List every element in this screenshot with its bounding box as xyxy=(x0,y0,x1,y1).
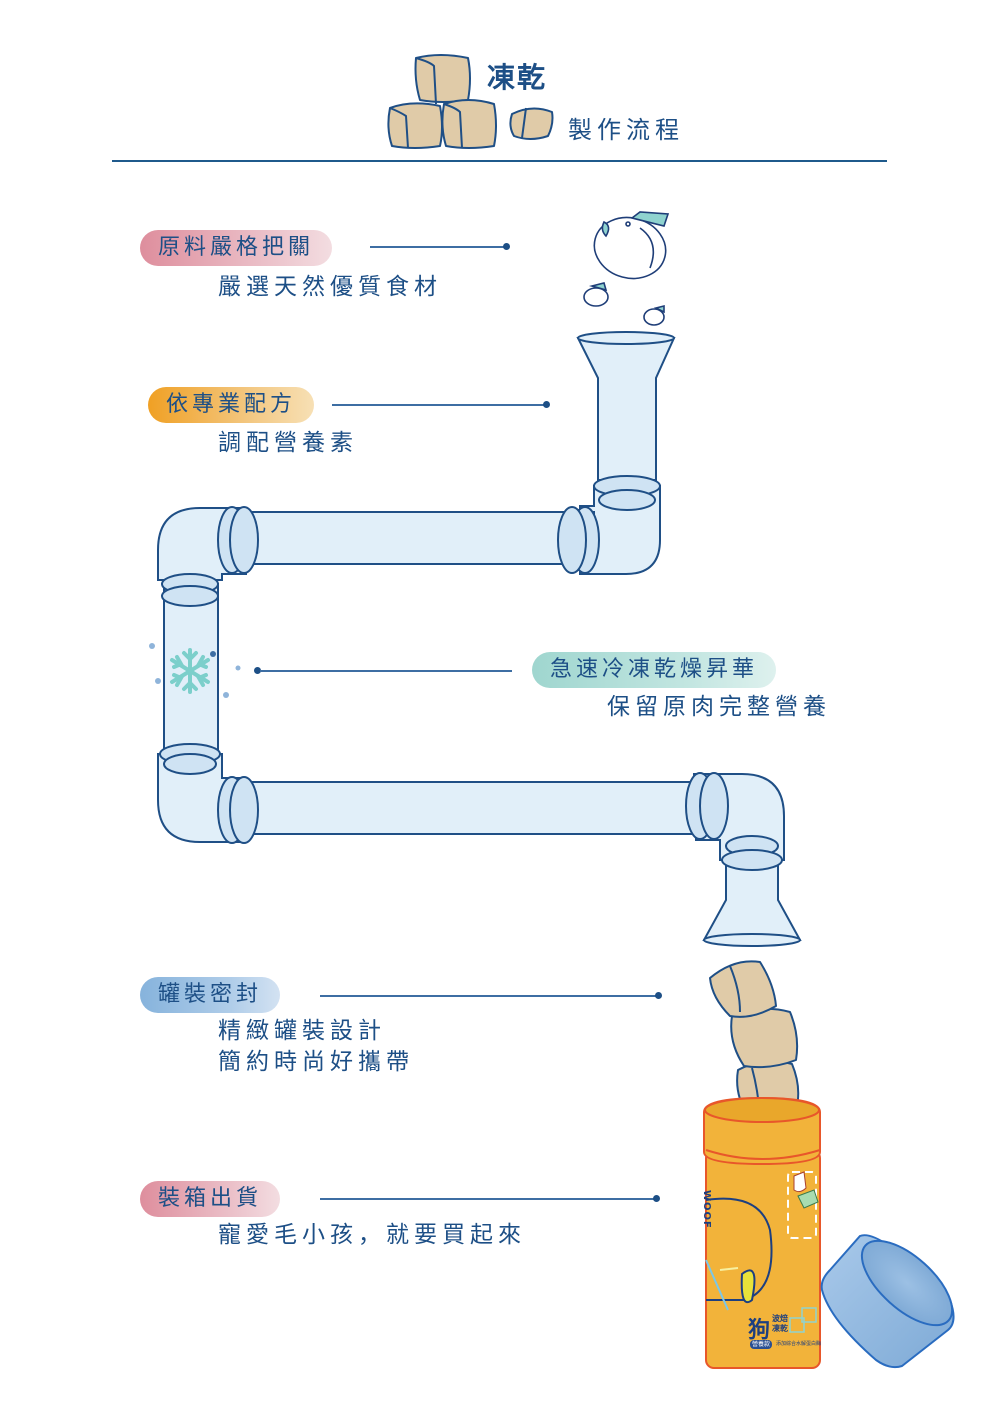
can-product-sub-1: 波焙 xyxy=(772,1314,788,1323)
can-badge: 營養款 xyxy=(750,1340,773,1349)
can-brand-text: WOOF xyxy=(701,1190,712,1229)
step-5-description: 寵愛毛小孩，就要買起來 xyxy=(218,1222,526,1248)
step-2-label: 依專業配方 xyxy=(148,387,315,423)
step-3-connector xyxy=(260,670,512,672)
step-4-dot xyxy=(655,992,662,999)
step-2-dot xyxy=(543,401,550,408)
step-3-dot xyxy=(254,667,261,674)
step-4-description-line-1: 精緻罐裝設計 xyxy=(218,1018,386,1044)
header-cubes-icon xyxy=(387,54,554,149)
step-1-dot xyxy=(503,243,510,250)
meat-chunks-icon xyxy=(583,211,670,326)
can-product-sub-2: 凍乾 xyxy=(772,1324,788,1333)
step-5-connector xyxy=(320,1198,656,1200)
step-4-label: 罐裝密封 xyxy=(140,977,281,1013)
product-can-icon xyxy=(703,1096,821,1369)
step-3-description: 保留原肉完整營養 xyxy=(607,694,831,720)
header-divider xyxy=(112,160,887,162)
page-subtitle: 製作流程 xyxy=(568,116,684,144)
stacked-cubes-icon xyxy=(709,960,800,1119)
step-1-description: 嚴選天然優質食材 xyxy=(218,274,442,300)
page-title: 凍乾 xyxy=(487,61,548,94)
step-3-label: 急速冷凍乾燥昇華 xyxy=(532,652,777,688)
can-footer-text: 添加綜合水解蛋白酶 xyxy=(776,1341,822,1347)
snowflake-icon xyxy=(170,648,210,694)
step-5-label: 裝箱出貨 xyxy=(140,1181,281,1217)
can-product-name: 狗 xyxy=(748,1318,771,1343)
snow-sparkles xyxy=(149,643,241,698)
step-4-description-line-2: 簡約時尚好攜帶 xyxy=(218,1049,414,1075)
step-2-description: 調配營養素 xyxy=(218,430,358,456)
step-1-label: 原料嚴格把關 xyxy=(140,230,333,266)
step-2-connector xyxy=(332,404,546,406)
step-1-connector xyxy=(370,246,506,248)
step-5-dot xyxy=(653,1195,660,1202)
pipe-system xyxy=(157,331,802,947)
step-4-connector xyxy=(320,995,658,997)
can-lid-icon xyxy=(820,1234,955,1369)
